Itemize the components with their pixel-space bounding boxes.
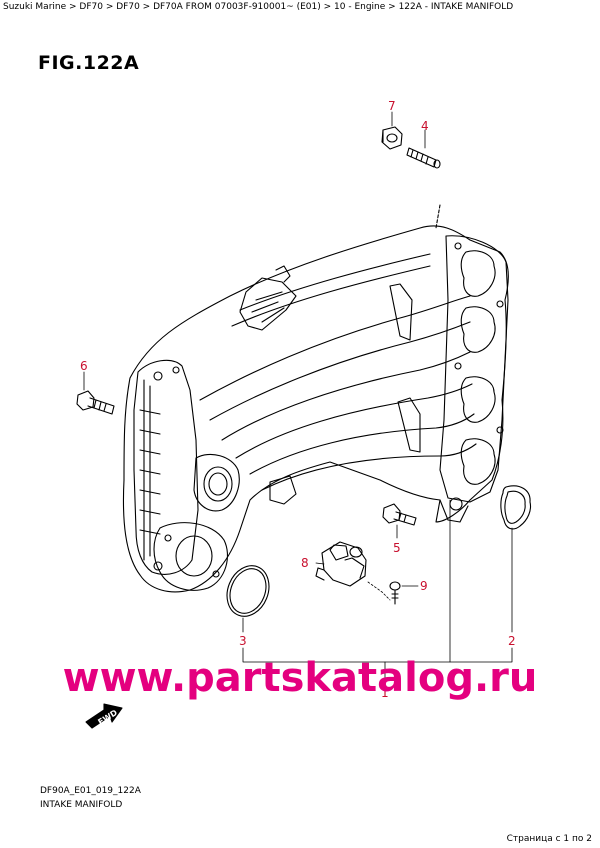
breadcrumb-separator: > [320, 2, 335, 12]
breadcrumb: Suzuki Marine > DF70 > DF70 > DF70A FROM… [3, 2, 513, 12]
pager-text: Страница с 1 по 2 [506, 834, 592, 844]
nut-part-7[interactable] [381, 126, 403, 150]
breadcrumb-current: 122A - INTAKE MANIFOLD [398, 2, 514, 12]
watermark: www.partskatalog.ru [62, 655, 538, 701]
breadcrumb-item[interactable]: DF70A FROM 07003F-910001~ (E01) [153, 2, 321, 12]
callout-1[interactable]: 1 [381, 686, 389, 700]
breadcrumb-item[interactable]: DF70 [116, 2, 140, 12]
breadcrumb-item[interactable]: 10 - Engine [334, 2, 386, 12]
callout-labels: 7 4 6 5 8 9 3 2 1 [80, 99, 516, 700]
o-ring-part-3[interactable] [220, 559, 277, 622]
callout-8[interactable]: 8 [301, 556, 309, 570]
callout-4[interactable]: 4 [421, 119, 429, 133]
callout-9[interactable]: 9 [420, 579, 428, 593]
figure-name: INTAKE MANIFOLD [40, 800, 123, 810]
breadcrumb-item[interactable]: DF70 [79, 2, 103, 12]
breadcrumb-item[interactable]: Suzuki Marine [3, 2, 67, 12]
screw-part-9[interactable] [389, 581, 401, 605]
figure-title: FIG.122A [38, 52, 140, 74]
figure-code: DF90A_E01_019_122A [40, 786, 141, 796]
intake-manifold-part-1[interactable] [122, 204, 509, 593]
breadcrumb-separator: > [139, 2, 154, 12]
sensor-part-8[interactable] [315, 541, 367, 587]
callout-5[interactable]: 5 [393, 541, 401, 555]
callout-3[interactable]: 3 [239, 634, 247, 648]
breadcrumb-separator: > [385, 2, 399, 12]
gasket-part-2[interactable] [500, 485, 532, 530]
leader-lines [83, 111, 513, 685]
bolt-part-5[interactable] [382, 503, 417, 526]
callout-6[interactable]: 6 [80, 359, 88, 373]
stud-part-4[interactable] [406, 147, 441, 169]
breadcrumb-separator: > [102, 2, 117, 12]
callout-2[interactable]: 2 [508, 634, 516, 648]
callout-7[interactable]: 7 [388, 99, 396, 113]
fwd-arrow-icon [85, 703, 123, 729]
breadcrumb-separator: > [66, 2, 80, 12]
bolt-part-6[interactable] [76, 390, 115, 415]
